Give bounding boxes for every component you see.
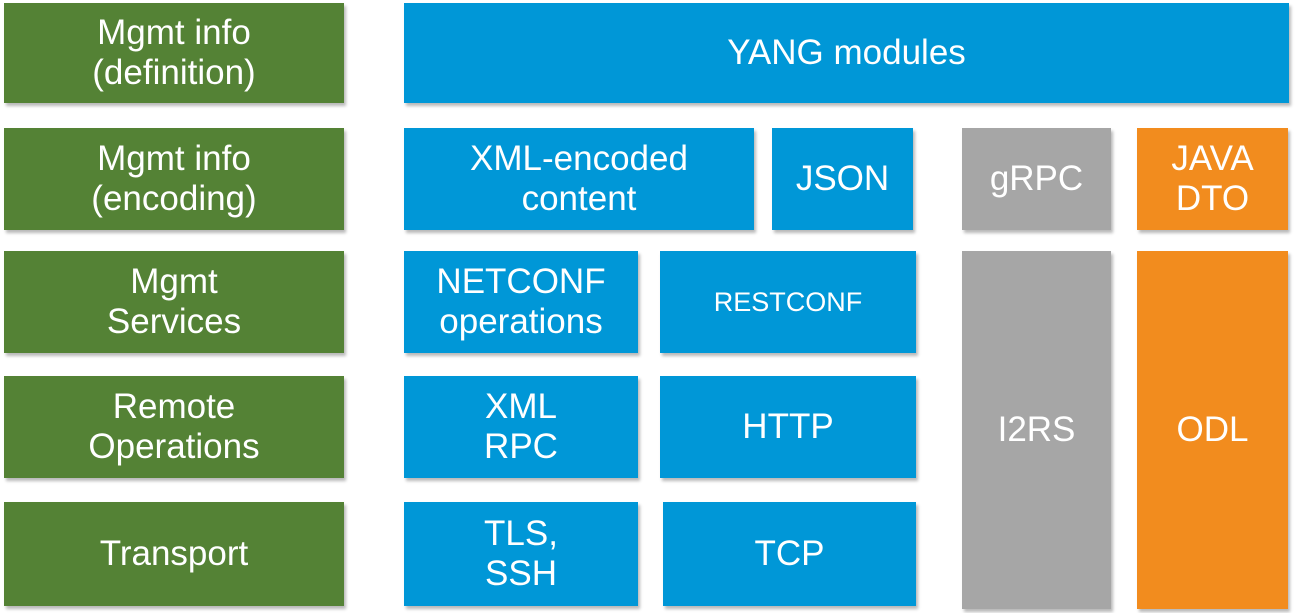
block-label-http: HTTP — [742, 407, 834, 447]
block-label-restconf: RESTCONF — [713, 286, 863, 317]
layer-label-services: Mgmt Services — [106, 262, 242, 341]
block-label-json: JSON — [795, 159, 890, 199]
block-label-tls-ssh: TLS, SSH — [484, 514, 558, 593]
block-grpc: gRPC — [962, 128, 1111, 230]
layer-label-remote-operations: Remote Operations — [88, 387, 260, 466]
layer-mgmt-info-definition: Mgmt info (definition) — [4, 3, 344, 103]
block-odl: ODL — [1137, 251, 1288, 609]
block-label-yang-modules: YANG modules — [727, 33, 966, 73]
block-yang-modules: YANG modules — [404, 3, 1289, 103]
layer-label-transport: Transport — [99, 534, 249, 574]
block-label-xml-encoded-content: XML-encoded content — [470, 139, 688, 218]
layer-transport: Transport — [4, 502, 344, 606]
block-xml-encoded-content: XML-encoded content — [404, 128, 754, 230]
block-json: JSON — [772, 128, 913, 230]
block-java-dto: JAVA DTO — [1137, 128, 1288, 230]
block-restconf: RESTCONF — [660, 251, 916, 353]
block-label-java-dto: JAVA DTO — [1171, 139, 1254, 218]
block-xml-rpc: XML RPC — [404, 376, 638, 478]
block-label-tcp: TCP — [754, 534, 825, 574]
block-label-netconf-operations: NETCONF operations — [436, 262, 606, 341]
block-label-xml-rpc: XML RPC — [484, 387, 558, 466]
block-netconf-operations: NETCONF operations — [404, 251, 638, 353]
block-label-grpc: gRPC — [989, 159, 1084, 199]
layer-mgmt-services: Mgmt Services — [4, 251, 344, 353]
layer-remote-operations: Remote Operations — [4, 376, 344, 478]
block-label-odl: ODL — [1176, 410, 1249, 450]
layer-label-encoding: Mgmt info (encoding) — [91, 139, 257, 218]
block-label-i2rs: I2RS — [997, 410, 1076, 450]
block-tls-ssh: TLS, SSH — [404, 502, 638, 606]
block-http: HTTP — [660, 376, 916, 478]
layer-mgmt-info-encoding: Mgmt info (encoding) — [4, 128, 344, 230]
block-i2rs: I2RS — [962, 251, 1111, 609]
layer-label-definition: Mgmt info (definition) — [92, 13, 256, 92]
block-tcp: TCP — [663, 502, 916, 606]
